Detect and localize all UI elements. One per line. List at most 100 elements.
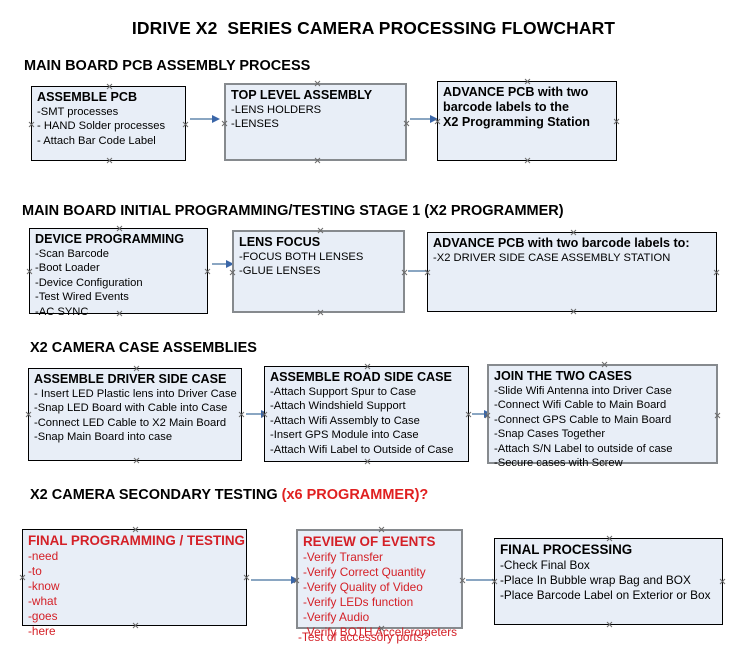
node-review-of-events[interactable]: REVIEW OF EVENTS -Verify Transfer -Verif… [293,526,466,644]
section-heading-x2-camera-case-assemblies: X2 CAMERA CASE ASSEMBLIES [30,340,257,356]
node-line: - Insert LED Plastic lens into Driver Ca… [34,388,237,400]
connection-handle-right [613,118,620,125]
connection-handle-top [524,78,531,85]
node-title: ADVANCE PCB with two barcode labels to: [433,236,690,250]
node-line: -Snap Cases Together [494,428,606,441]
node-title: ASSEMBLE ROAD SIDE CASE [270,370,452,384]
node-line: -Verify LEDs function [303,595,414,609]
node-line: -Verify Audio [303,610,370,624]
node-top-level-assembly[interactable]: TOP LEVEL ASSEMBLY -LENS HOLDERS -LENSES [224,83,407,161]
node-line-overflow: -Test of accessory ports? [298,630,430,644]
connection-handle-left [491,578,498,585]
node-line: -Attach Support Spur to Case [270,386,417,398]
node-line: -Boot Loader [35,262,100,275]
connection-handle-bottom [364,458,371,465]
connection-handle-left [261,411,268,418]
connection-handle-right [465,411,472,418]
node-assemble-driver-side-case[interactable]: ASSEMBLE DRIVER SIDE CASE - Insert LED P… [28,368,242,461]
node-line: -Verify BOTH Accelerometers [303,625,458,639]
connection-handle-left [434,118,441,125]
connector-device-programming-to-lens-focus [212,259,234,269]
node-line: -Connect Wifi Cable to Main Board [494,399,667,412]
node-title: FINAL PROGRAMMING / TESTING [28,533,245,548]
node-title: JOIN THE TWO CASES [494,369,632,383]
section-heading-accent: (x6 PROGRAMMER)? [281,487,429,503]
connection-handle-bottom [317,309,324,316]
node-title: TOP LEVEL ASSEMBLY [231,88,373,102]
connection-handle-right [714,412,721,419]
connection-handle-right [459,577,466,584]
node-line: -Attach Wifi Assembly to Case [270,414,420,427]
node-final-programming-testing[interactable]: FINAL PROGRAMMING / TESTING -need -to -k… [19,529,250,638]
node-line: -Test Wired Events [35,291,129,304]
node-title: ASSEMBLE DRIVER SIDE CASE [34,372,227,386]
connection-handle-right [719,578,726,585]
connection-handle-bottom [106,157,113,164]
node-title-line: X2 Programming Station [443,115,590,129]
connection-handle-top [317,227,324,234]
node-assemble-pcb[interactable]: ASSEMBLE PCB -SMT processes - HAND Solde… [31,86,186,161]
node-line: -Verify Correct Quantity [303,565,426,579]
node-lens-focus[interactable]: LENS FOCUS -FOCUS BOTH LENSES -GLUE LENS… [232,230,405,313]
connection-handle-left [19,574,26,581]
connection-handle-top [570,229,577,236]
connection-handle-left [229,269,236,276]
node-line: -SMT processes [37,106,119,118]
section-heading-main-board-pcb-assembly: MAIN BOARD PCB ASSEMBLY PROCESS [24,58,311,74]
node-advance-pcb-to-driver-side-case-assembly[interactable]: ADVANCE PCB with two barcode labels to: … [427,232,717,312]
node-line: -Slide Wifi Antenna into Driver Case [494,385,672,397]
node-line: -X2 DRIVER SIDE CASE ASSEMBLY STATION [433,252,671,264]
node-line: -Secure cases with Screw [494,457,623,470]
node-title: REVIEW OF EVENTS [303,534,436,549]
node-title: FINAL PROCESSING [500,542,633,557]
node-line: -GLUE LENSES [239,265,321,278]
section-heading-x2-camera-secondary-testing: X2 CAMERA SECONDARY TESTING (x6 PROGRAMM… [30,487,428,503]
connection-handle-top [314,80,321,87]
node-line: -to [28,564,42,578]
node-line: -Connect GPS Cable to Main Board [494,413,672,426]
connection-handle-top [601,361,608,368]
node-title-line: barcode labels to the [443,100,569,114]
node-line: -Verify Quality of Video [303,580,423,594]
node-line: -Attach S/N Label to outside of case [494,442,673,455]
connection-handle-right [238,411,245,418]
connection-handle-top [606,535,613,542]
node-join-the-two-cases[interactable]: JOIN THE TWO CASES -Slide Wifi Antenna i… [487,361,721,469]
node-line: -what [28,594,57,608]
node-title: ADVANCE PCB with two [443,85,589,99]
connection-handle-right [401,269,408,276]
node-line: -Place In Bubble wrap Bag and BOX [500,573,691,587]
node-line: -here [28,624,56,638]
connector-final-programming-to-review-of-events [251,575,299,585]
node-line: -LENS HOLDERS [231,104,322,116]
connector-assemble-pcb-to-top-level-assembly [190,114,220,124]
node-assemble-road-side-case[interactable]: ASSEMBLE ROAD SIDE CASE -Attach Support … [264,366,469,462]
node-line: -Scan Barcode [35,248,110,260]
node-title: ASSEMBLE PCB [37,90,138,104]
node-advance-pcb-to-x2-programming-station[interactable]: ADVANCE PCB with two barcode labels to t… [437,81,617,161]
connection-handle-left [293,577,300,584]
section-heading-text: X2 CAMERA SECONDARY TESTING [30,487,282,503]
node-line: -Place Barcode Label on Exterior or Box [500,588,711,602]
node-line: -Connect LED Cable to X2 Main Board [34,416,227,429]
node-line: - Attach Bar Code Label [37,134,156,147]
connection-handle-bottom [606,621,613,628]
connection-handle-left [25,411,32,418]
node-line: -goes [28,609,58,623]
connection-handle-left [28,121,35,128]
page-title: IDRIVE X2 SERIES CAMERA PROCESSING FLOWC… [131,18,616,38]
connection-handle-bottom [570,308,577,315]
node-title: LENS FOCUS [239,235,321,249]
node-device-programming[interactable]: DEVICE PROGRAMMING -Scan Barcode -Boot L… [29,228,211,318]
connection-handle-top [378,526,385,533]
connection-handle-right [403,120,410,127]
connection-handle-right [204,268,211,275]
connection-handle-right [713,269,720,276]
connection-handle-left [221,120,228,127]
node-line: -Verify Transfer [303,550,383,564]
connection-handle-right [243,574,250,581]
connection-handle-top [364,363,371,370]
node-final-processing[interactable]: FINAL PROCESSING -Check Final Box -Place… [494,538,723,625]
connection-handle-top [106,83,113,90]
